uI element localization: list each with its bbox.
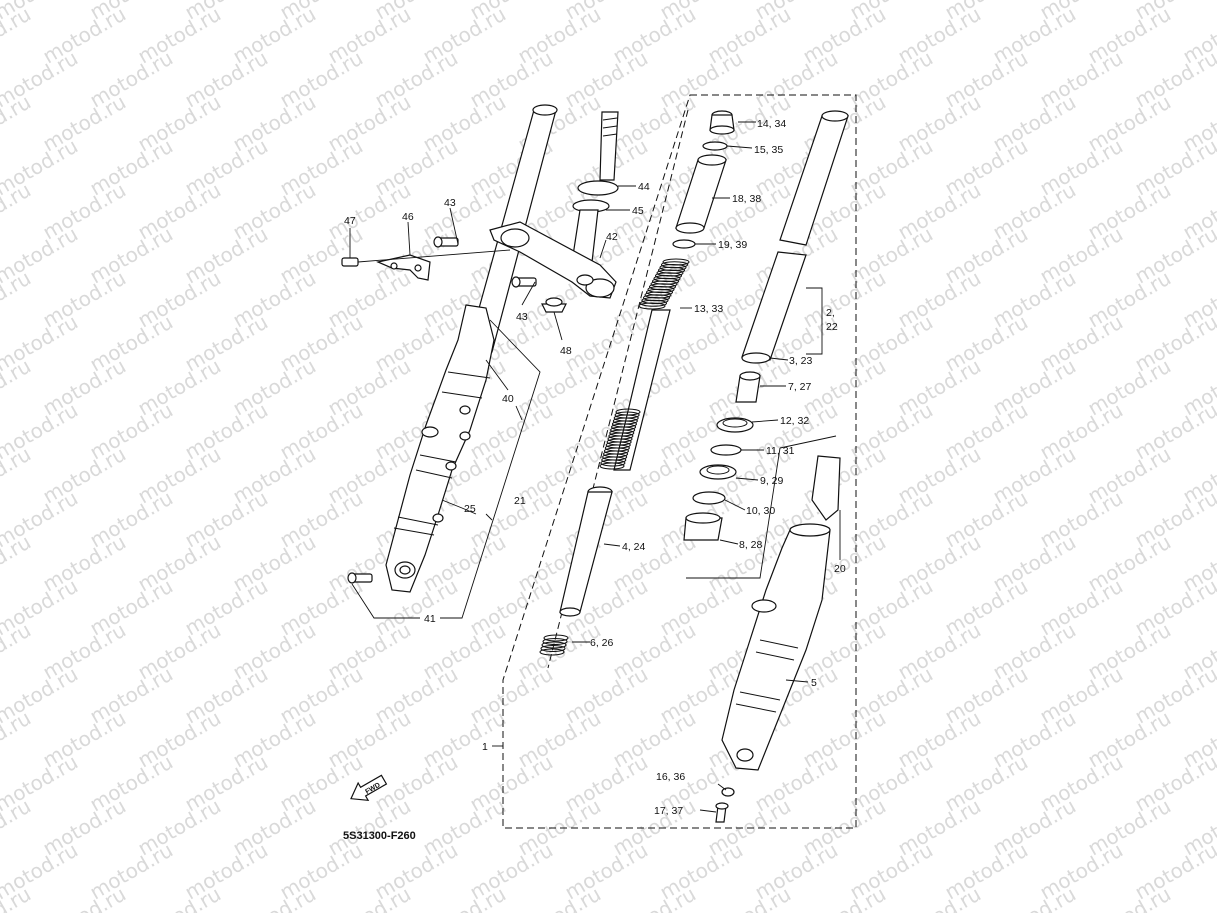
label-46: 46	[402, 211, 414, 223]
label-15-35: 15, 35	[754, 144, 783, 156]
label-7-27: 7, 27	[788, 381, 812, 393]
label-11-31: 11, 31	[766, 445, 795, 457]
watermark-text: motod.ru	[0, 354, 35, 421]
watermark-text: motod.ru	[989, 882, 1080, 913]
watermark-text: motod.ru	[609, 882, 700, 913]
watermark-text: motod.ru	[514, 882, 605, 913]
watermark-text: motod.ru	[0, 706, 35, 773]
watermark-text: motod.ru	[704, 882, 795, 913]
watermark-text: motod.ru	[0, 178, 35, 245]
label-16-36: 16, 36	[656, 771, 685, 783]
label-40: 40	[502, 393, 514, 405]
label-2-22: 2,	[826, 307, 835, 319]
watermark-text: motod.ru	[0, 90, 35, 157]
label-21: 21	[514, 495, 526, 507]
label-20: 20	[834, 563, 846, 575]
label-13-33: 13, 33	[694, 303, 723, 315]
label-14-34: 14, 34	[757, 118, 786, 130]
label-18-38: 18, 38	[732, 193, 761, 205]
label-19-39: 19, 39	[718, 239, 747, 251]
label-4-24: 4, 24	[622, 541, 646, 553]
watermark-text: motod.ru	[39, 882, 130, 913]
label-44: 44	[638, 181, 650, 193]
watermark-text: motod.ru	[0, 794, 35, 861]
label-41: 41	[424, 613, 436, 625]
watermark-text: motod.ru	[0, 442, 35, 509]
watermark-text: motod.ru	[229, 882, 320, 913]
watermark-text: motod.ru	[799, 882, 890, 913]
watermark-text: motod.ru	[894, 882, 985, 913]
watermark-text: motod.ru	[419, 882, 510, 913]
label-5: 5	[811, 677, 817, 689]
watermark-text: motod.ru	[324, 882, 415, 913]
watermark-text: motod.ru	[0, 530, 35, 597]
label-3-23: 3, 23	[789, 355, 813, 367]
label-8-28: 8, 28	[739, 539, 763, 551]
label-22: 22	[826, 321, 838, 333]
label-12-32: 12, 32	[780, 415, 809, 427]
label-47: 47	[344, 215, 356, 227]
label-43-bottom: 43	[516, 311, 528, 323]
label-9-29: 9, 29	[760, 475, 784, 487]
watermark-text: motod.ru	[134, 882, 225, 913]
label-17-37: 17, 37	[654, 805, 683, 817]
diagram-code: 5S31300-F260	[343, 830, 416, 842]
label-48: 48	[560, 345, 572, 357]
watermark-text: motod.ru	[0, 2, 35, 69]
watermark-text: motod.ru	[1179, 882, 1217, 913]
label-45: 45	[632, 205, 644, 217]
label-6-26: 6, 26	[590, 637, 614, 649]
label-42: 42	[606, 231, 618, 243]
label-43-top: 43	[444, 197, 456, 209]
watermark-text: motod.ru	[0, 618, 35, 685]
label-10-30: 10, 30	[746, 505, 775, 517]
watermark-text: motod.ru	[1084, 882, 1175, 913]
label-1: 1	[482, 741, 488, 753]
watermark-text: motod.ru	[0, 266, 35, 333]
label-25: 25	[464, 503, 476, 515]
